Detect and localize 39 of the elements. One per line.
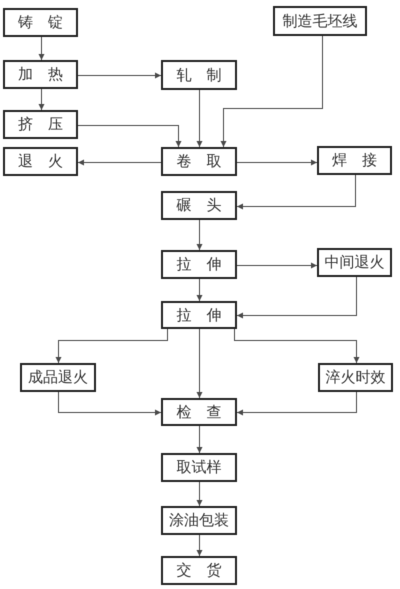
arrow — [56, 328, 168, 364]
process-box: 淬火时效 — [318, 363, 393, 392]
process-box: 拉伸 — [161, 301, 237, 329]
arrow — [38, 88, 44, 110]
process-box: 中间退火 — [317, 248, 392, 277]
arrow — [78, 125, 182, 148]
arrow — [78, 160, 162, 166]
process-box: 退火 — [3, 147, 78, 176]
process-box: 取试样 — [161, 453, 237, 482]
process-box: 轧制 — [161, 60, 237, 90]
process-box: 卷取 — [161, 147, 237, 176]
arrow — [196, 426, 202, 454]
arrow — [78, 72, 162, 78]
process-box: 碾头 — [161, 191, 237, 220]
arrow — [236, 276, 357, 318]
arrow — [196, 482, 202, 506]
arrow — [236, 392, 357, 416]
process-box: 加热 — [3, 60, 78, 89]
process-box: 焊接 — [317, 146, 392, 175]
arrow — [196, 220, 202, 250]
process-box: 制造毛坯线 — [273, 6, 367, 36]
arrow — [196, 90, 202, 148]
arrow — [58, 392, 162, 416]
process-box: 检查 — [161, 398, 237, 426]
arrow — [196, 328, 202, 398]
process-box: 涂油包装 — [161, 506, 237, 535]
arrow — [234, 328, 360, 364]
process-box: 拉伸 — [161, 250, 237, 279]
arrow — [196, 534, 202, 556]
process-box: 交货 — [161, 556, 237, 585]
process-box: 挤压 — [3, 110, 78, 139]
arrow — [220, 36, 323, 148]
arrow — [196, 278, 202, 302]
arrow — [38, 36, 44, 60]
arrow — [236, 262, 318, 268]
arrow — [236, 160, 318, 166]
process-box: 铸锭 — [3, 8, 78, 37]
arrow — [236, 174, 356, 210]
process-box: 成品退火 — [20, 363, 96, 392]
